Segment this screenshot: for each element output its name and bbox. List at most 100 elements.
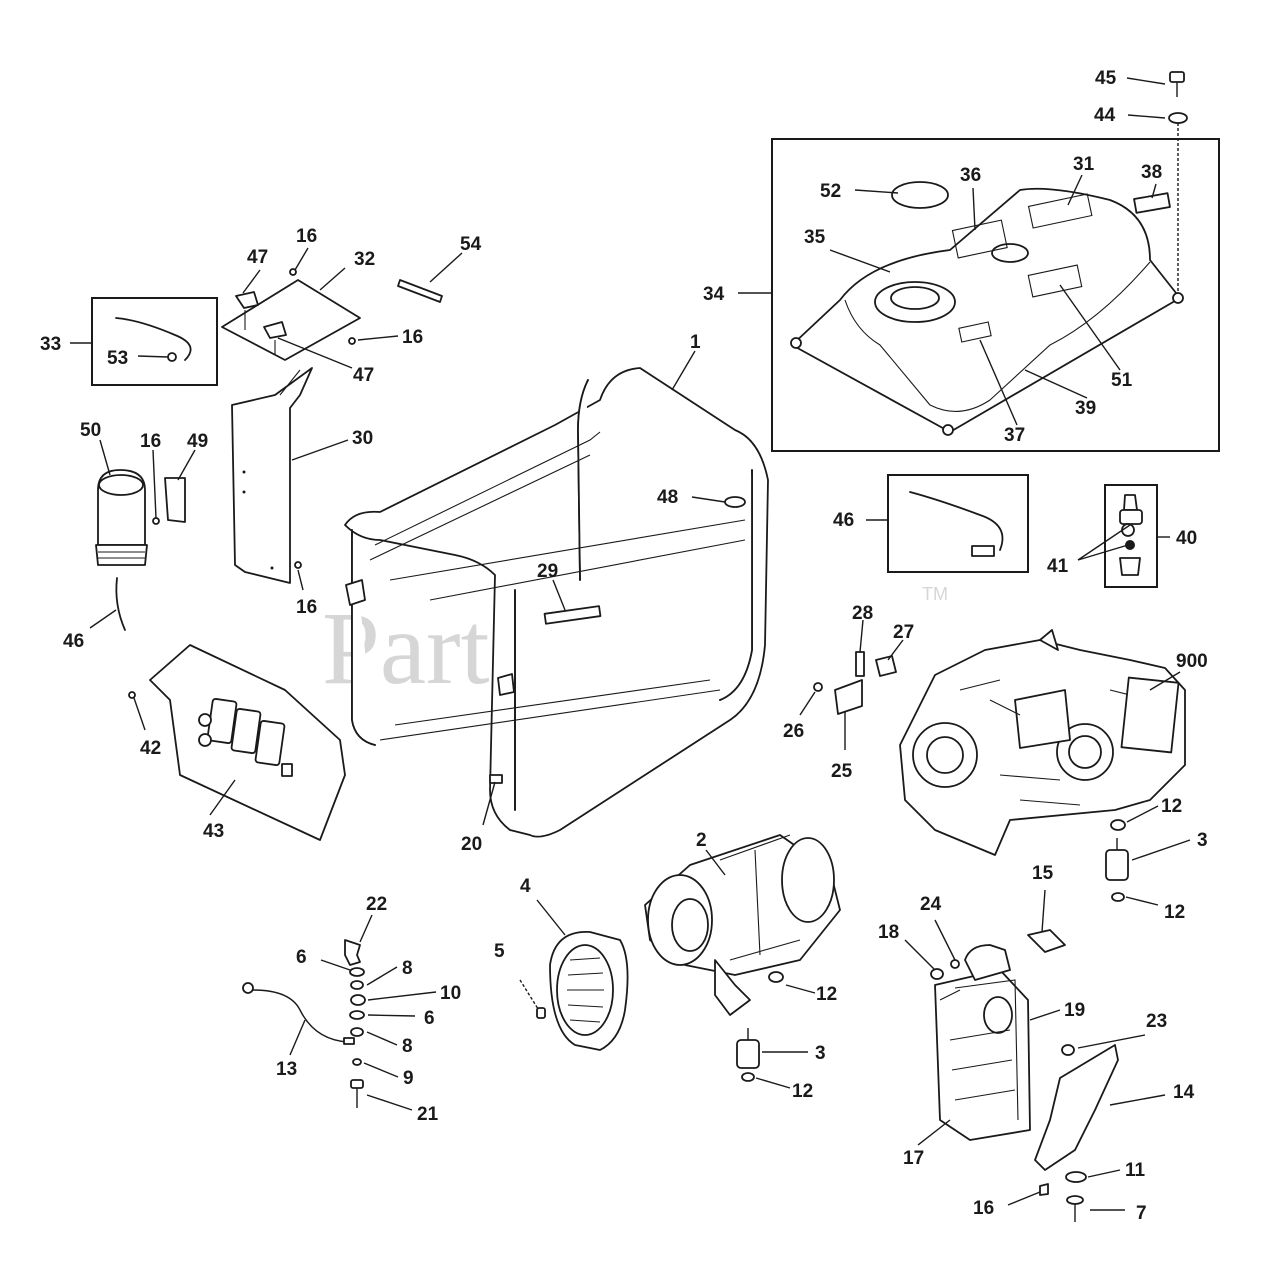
callout-12-alt-top: 12 <box>816 984 837 1005</box>
fuel-tank-washer <box>1168 112 1188 124</box>
callout-46-box: 46 <box>833 510 854 531</box>
callout-52: 52 <box>820 181 841 202</box>
callout-28: 28 <box>852 603 873 624</box>
lock-washer-8a <box>350 980 364 990</box>
fuel-cap <box>891 181 949 209</box>
nut-12d <box>741 1072 755 1082</box>
rubber-grommet <box>875 655 897 677</box>
callout-16-filter: 16 <box>140 431 161 452</box>
callout-2: 2 <box>696 830 707 851</box>
hose-clamp <box>167 352 177 362</box>
callout-31: 31 <box>1073 154 1095 175</box>
fuel-label <box>1133 192 1171 214</box>
screw-26 <box>813 682 823 692</box>
callout-11: 11 <box>1125 1160 1146 1181</box>
callout-54: 54 <box>460 234 482 255</box>
callout-24: 24 <box>920 894 942 915</box>
callout-40: 40 <box>1176 528 1197 549</box>
callout-6-top: 6 <box>296 947 307 968</box>
callout-34: 34 <box>703 284 725 305</box>
vibration-mount-left <box>736 1028 760 1069</box>
callout-47-bottom: 47 <box>353 365 374 386</box>
stud-21 <box>350 1079 364 1108</box>
callout-7: 7 <box>1136 1203 1147 1224</box>
outlet-panel <box>149 644 346 841</box>
callout-16-bracket: 16 <box>973 1198 994 1219</box>
callout-22: 22 <box>366 894 387 915</box>
fuel-hose-clamp <box>971 545 995 557</box>
callout-8-top: 8 <box>402 958 413 979</box>
fuel-tank-bolt <box>1169 71 1185 97</box>
callout-10: 10 <box>440 983 461 1004</box>
callout-labels: 45 44 52 36 31 38 35 34 51 39 37 47 16 3… <box>40 68 1208 1224</box>
nut-10 <box>350 994 366 1006</box>
fuel-valve-group-box <box>1104 484 1158 588</box>
muffler-bracket <box>1034 1044 1119 1171</box>
screw-16c <box>152 517 160 525</box>
callout-1: 1 <box>690 332 701 353</box>
callout-36: 36 <box>960 165 981 186</box>
small-pin <box>855 651 865 677</box>
fuel-hose <box>909 491 1004 551</box>
callout-12-alt-bottom: 12 <box>792 1081 813 1102</box>
callout-23: 23 <box>1146 1011 1167 1032</box>
callout-6-bottom: 6 <box>424 1008 435 1029</box>
control-panel-plate <box>221 279 361 361</box>
wing-nut <box>344 939 361 966</box>
side-panel <box>231 367 313 584</box>
callout-32: 32 <box>354 249 375 270</box>
callout-45: 45 <box>1095 68 1117 89</box>
exhaust-gasket <box>1027 929 1066 953</box>
callout-43: 43 <box>203 821 224 842</box>
callout-15: 15 <box>1032 863 1054 884</box>
fuel-tank <box>790 187 1184 436</box>
nut-12a <box>1110 819 1126 831</box>
callout-3-right: 3 <box>1197 830 1208 851</box>
tube-frame <box>344 367 769 838</box>
callout-39: 39 <box>1075 398 1096 419</box>
washer-6b <box>349 1010 365 1020</box>
callout-29: 29 <box>537 561 558 582</box>
fuel-filter-assembly <box>95 469 148 566</box>
screw-16b <box>348 337 356 345</box>
callout-46-line: 46 <box>63 631 84 652</box>
fuel-line-short <box>115 577 126 631</box>
callout-16-panel: 16 <box>402 327 423 348</box>
callout-16-top: 16 <box>296 226 317 247</box>
callout-20: 20 <box>461 834 482 855</box>
watermark-trademark: TM <box>922 584 948 604</box>
trim-strip <box>397 279 443 303</box>
fuel-line-hose <box>115 317 192 361</box>
nut-18 <box>930 968 944 980</box>
leader-lines <box>70 77 1191 1211</box>
callout-26: 26 <box>783 721 804 742</box>
callout-44: 44 <box>1094 105 1116 126</box>
callout-37: 37 <box>1004 425 1025 446</box>
callout-38: 38 <box>1141 162 1162 183</box>
callout-18: 18 <box>878 922 899 943</box>
screw-16a <box>289 268 297 276</box>
fuel-hose-group-box <box>887 474 1029 573</box>
fuel-valve <box>1119 494 1143 576</box>
callout-3-left: 3 <box>815 1043 826 1064</box>
fuel-tank-group-box <box>771 138 1220 452</box>
fan-bolt <box>519 979 546 1019</box>
mount-bracket <box>834 679 863 715</box>
callout-35: 35 <box>804 227 826 248</box>
callout-49: 49 <box>187 431 208 452</box>
callout-50: 50 <box>80 420 101 441</box>
callout-14: 14 <box>1173 1082 1195 1103</box>
washer-11 <box>1065 1171 1087 1183</box>
screw-16d <box>294 561 302 569</box>
callout-25: 25 <box>831 761 853 782</box>
washer-24 <box>950 959 960 969</box>
callout-48: 48 <box>657 487 678 508</box>
alternator <box>644 834 841 1016</box>
callout-900: 900 <box>1176 651 1208 672</box>
callout-47-top: 47 <box>247 247 268 268</box>
ground-wire <box>242 982 355 1045</box>
callout-27: 27 <box>893 622 914 643</box>
nut-12c <box>768 971 784 983</box>
